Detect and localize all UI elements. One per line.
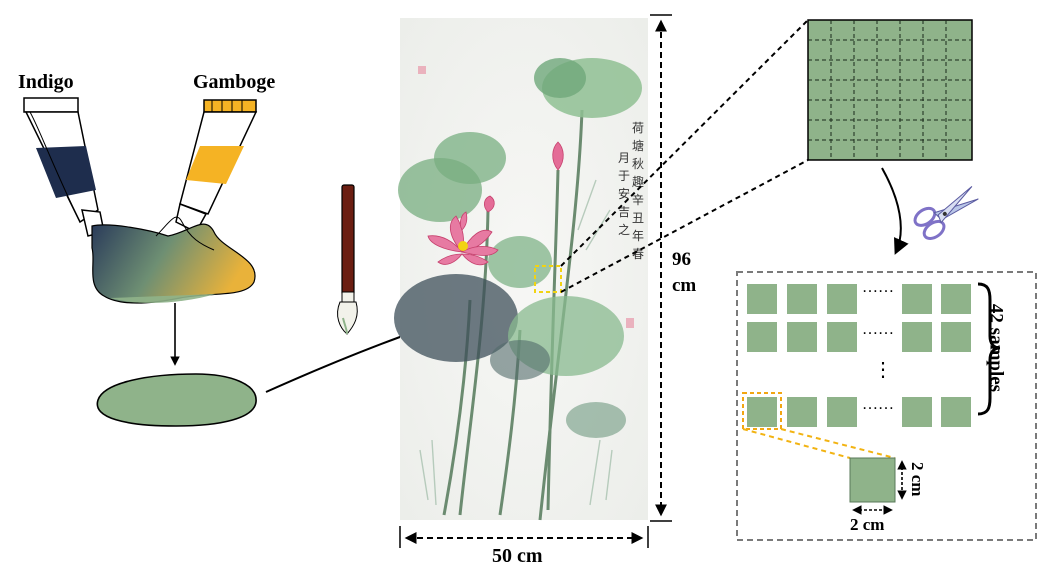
sample-square — [827, 397, 857, 427]
sample-square — [902, 322, 932, 352]
sample-squares — [747, 284, 971, 427]
indigo-paint-tube-icon — [23, 97, 105, 237]
row2-ellipsis: …… — [862, 321, 894, 338]
sample-square — [747, 397, 777, 427]
sample-square — [787, 397, 817, 427]
sample-square — [941, 322, 971, 352]
sample-square — [941, 284, 971, 314]
row1-ellipsis: …… — [862, 279, 894, 296]
height-unit-label: cm — [672, 275, 697, 296]
calligraphy-char: 春 — [632, 247, 644, 261]
lotus-painting — [394, 18, 648, 521]
mixed-paint-puddle — [91, 223, 256, 304]
width-label: 50 cm — [492, 545, 543, 567]
sample-region-highlight — [534, 265, 562, 293]
selected-sample-highlight — [742, 392, 782, 430]
samples-count-label: 42 samples — [985, 303, 1007, 393]
arrow-to-samples — [881, 167, 909, 255]
indigo-label: Indigo — [18, 71, 74, 93]
gamboge-paint-tube-icon — [175, 99, 258, 233]
sample-square — [747, 322, 777, 352]
width-dimension — [399, 526, 649, 548]
sample-height-label: 2 cm — [908, 462, 927, 497]
samples-brace — [977, 282, 1001, 416]
calligraphy-char: 塘 — [632, 138, 644, 153]
row3-ellipsis: …… — [862, 396, 894, 413]
sample-square — [902, 397, 932, 427]
calligraphy-char: 辛 — [632, 193, 644, 207]
mixed-green-paint-cake — [96, 373, 257, 427]
zoom-line-bottom — [560, 159, 809, 293]
zoomed-sample-grid — [807, 19, 973, 161]
calligraphy-char: 吉 — [618, 205, 630, 219]
sample-square — [747, 284, 777, 314]
scissors-icon — [913, 185, 979, 240]
sample-square — [827, 322, 857, 352]
paint-brush-icon — [337, 184, 358, 335]
sample-square — [902, 284, 932, 314]
gamboge-label: Gamboge — [193, 71, 276, 93]
enlarged-sample — [849, 457, 896, 503]
samples-panel — [736, 271, 1037, 541]
sample-square — [787, 322, 817, 352]
sample-square — [787, 284, 817, 314]
vertical-ellipsis: ⋮ — [873, 359, 893, 381]
calligraphy-char: 丑 — [632, 211, 644, 225]
calligraphy-char: 于 — [618, 169, 630, 183]
calligraphy-char: 趣 — [632, 174, 644, 189]
sample-square — [941, 397, 971, 427]
calligraphy-char: 荷 — [632, 121, 644, 135]
calligraphy-char: 年 — [632, 229, 644, 243]
calligraphy-char: 秋 — [632, 157, 644, 171]
height-value-label: 96 — [672, 249, 691, 270]
calligraphy-char: 月 — [618, 151, 630, 165]
calligraphy-char: 之 — [618, 223, 630, 237]
sample-width-label: 2 cm — [850, 515, 885, 534]
zoom-line-sample-right — [780, 428, 896, 459]
height-dimension — [650, 14, 672, 522]
zoom-line-sample-left — [742, 428, 851, 459]
sample-square — [827, 284, 857, 314]
zoom-line-top — [560, 19, 809, 267]
calligraphy-char: 安 — [618, 186, 630, 201]
